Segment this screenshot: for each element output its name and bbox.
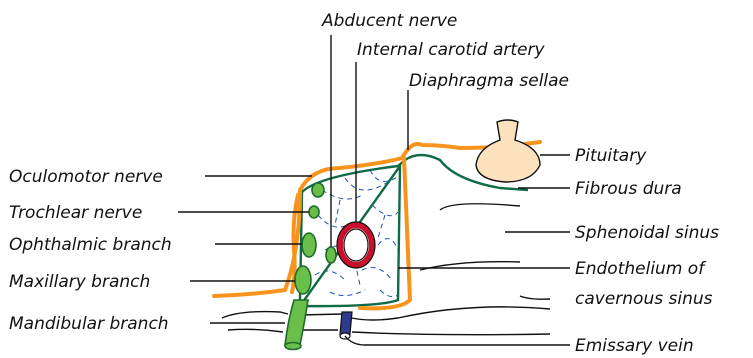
label-ophthalmic-branch: Ophthalmic branch: [9, 235, 172, 255]
mandibular-branch-end: [285, 343, 301, 350]
label-endothelium-line2: cavernous sinus: [575, 289, 713, 309]
internal-carotid-artery-shape: [337, 222, 375, 268]
maxillary-branch-shape: [295, 266, 311, 294]
oculomotor-nerve-shape: [312, 183, 324, 197]
label-fibrous-dura: Fibrous dura: [575, 179, 682, 199]
label-sphenoidal-sinus: Sphenoidal sinus: [575, 223, 719, 243]
ophthalmic-branch-shape: [302, 233, 316, 257]
label-oculomotor-nerve: Oculomotor nerve: [9, 167, 163, 187]
label-maxillary-branch: Maxillary branch: [9, 272, 150, 292]
label-diaphragma-sellae: Diaphragma sellae: [409, 71, 569, 91]
label-mandibular-branch: Mandibular branch: [9, 314, 169, 334]
pituitary-gland: [476, 120, 540, 182]
label-trochlear-nerve: Trochlear nerve: [9, 203, 142, 223]
label-emissary-vein: Emissary vein: [575, 336, 694, 356]
abducent-nerve-shape: [326, 247, 336, 263]
emissary-vein-shape: [340, 312, 352, 339]
label-abducent-nerve: Abducent nerve: [321, 11, 457, 31]
mandibular-branch-shape: [285, 300, 308, 345]
label-internal-carotid-artery: Internal carotid artery: [357, 40, 545, 60]
trochlear-nerve-shape: [309, 206, 319, 218]
label-endothelium-line1: Endothelium of: [575, 259, 707, 279]
label-pituitary: Pituitary: [575, 146, 647, 166]
bone-outline: [222, 204, 550, 335]
